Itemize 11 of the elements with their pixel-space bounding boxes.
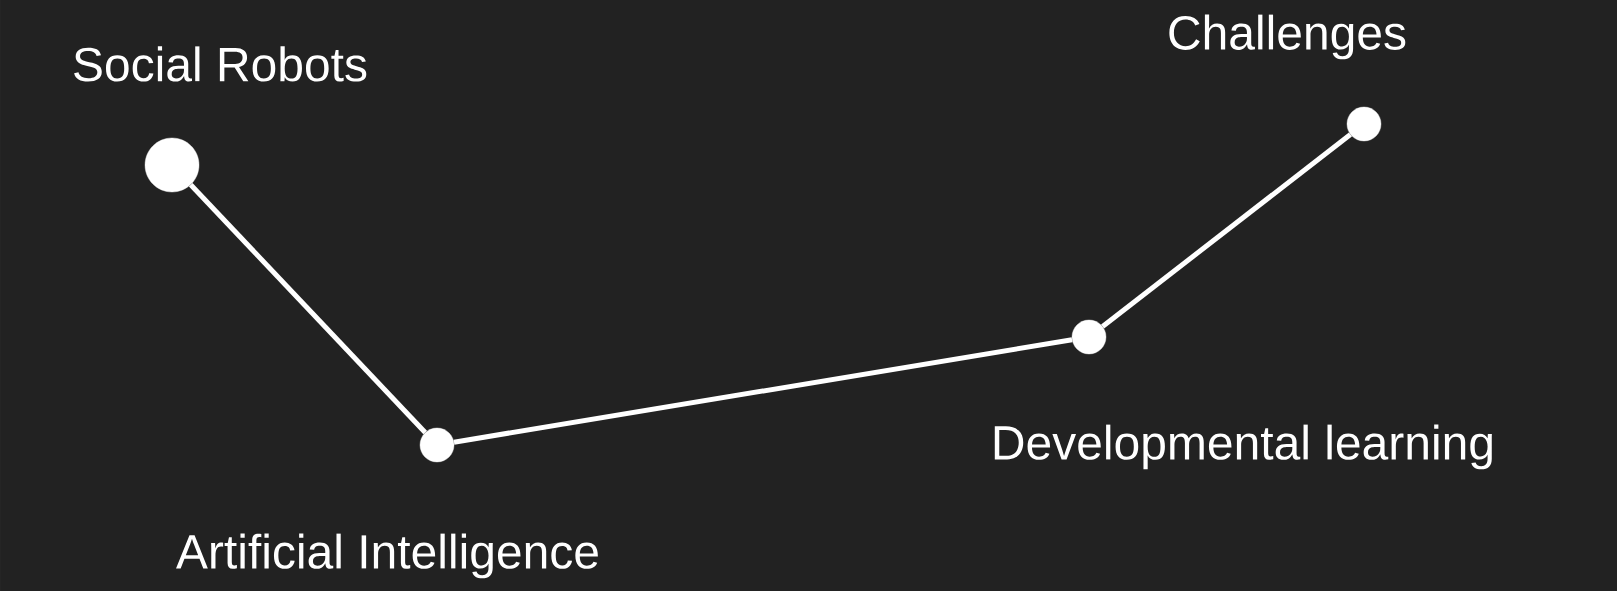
- dot: [1346, 106, 1382, 142]
- node-label: Developmental learning: [994, 424, 1492, 470]
- dot: [419, 427, 455, 463]
- dot: [144, 137, 200, 193]
- node-label: Artificial Intelligence: [176, 533, 598, 579]
- node-label: Social Robots: [74, 46, 367, 82]
- node-label: Challenges: [1169, 14, 1406, 60]
- connector-line: [1101, 132, 1352, 329]
- connector-line: [453, 337, 1073, 445]
- dot: [1071, 319, 1107, 355]
- connector-line: [188, 183, 427, 435]
